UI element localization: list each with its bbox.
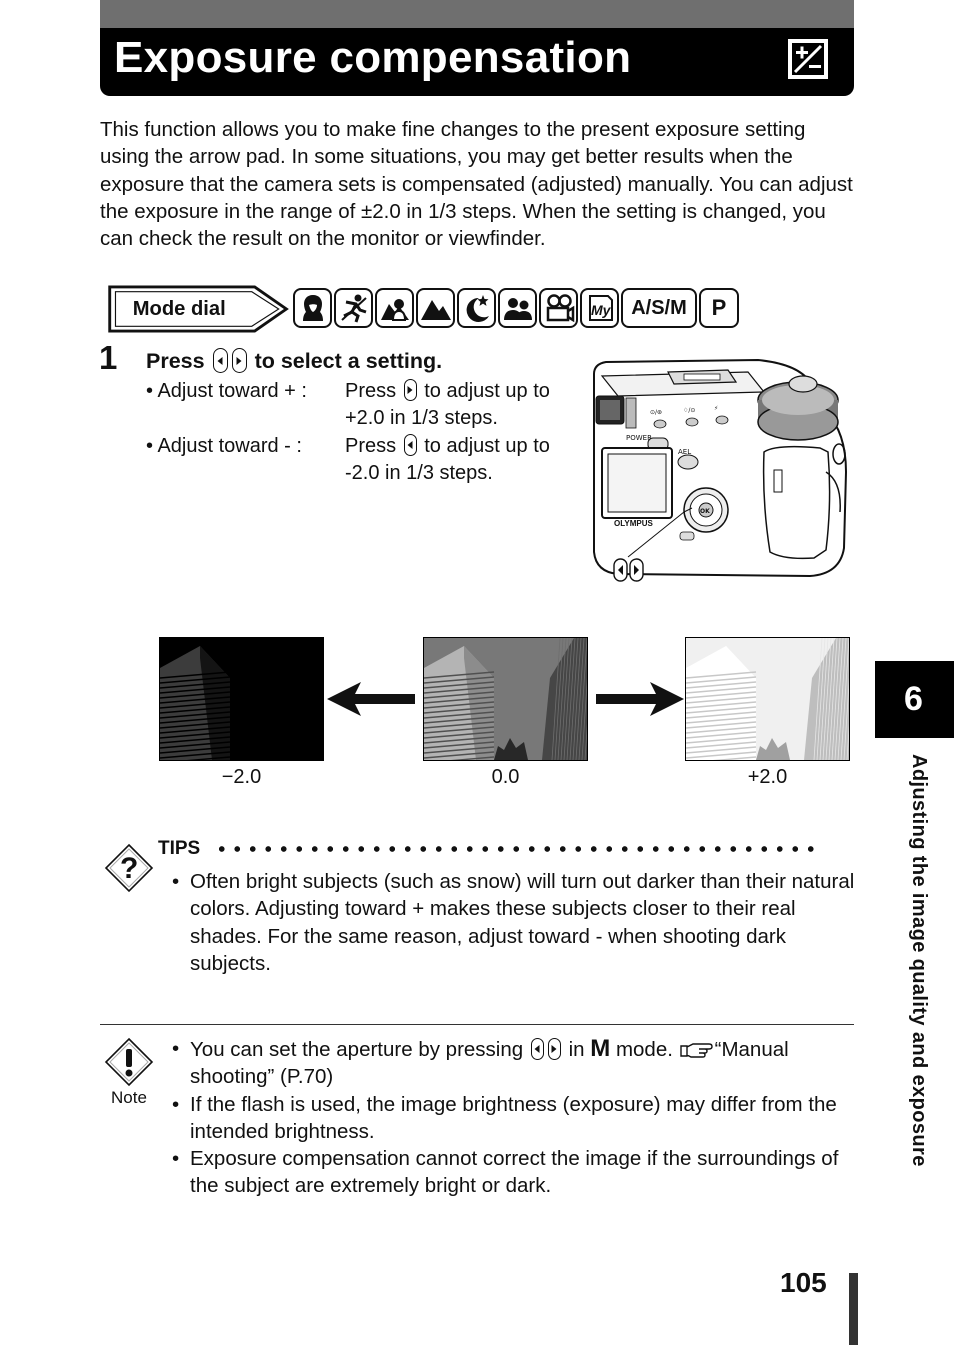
chapter-tab: 6 [875, 661, 954, 738]
note-item1-in: in [568, 1038, 585, 1061]
right-arrow-button-icon [403, 379, 417, 401]
adjust-plus-after: to adjust up to +2.0 in 1/3 steps. [345, 380, 550, 430]
movie-icon [539, 288, 578, 328]
svg-text:My: My [591, 302, 612, 318]
svg-text:⚡: ⚡ [714, 405, 718, 412]
manual-mode-glyph: M [590, 1035, 611, 1062]
svg-text:♢/⊙: ♢/⊙ [683, 407, 695, 414]
step-heading: Press to select a setting. [146, 346, 442, 376]
intro-paragraph: This function allows you to make fine ch… [100, 118, 853, 251]
camera-ael-label: AEL [678, 448, 691, 456]
step-number: 1 [99, 339, 118, 376]
title-bar: Exposure compensation [100, 28, 854, 96]
adjust-minus-label: • Adjust toward - : [146, 435, 302, 457]
adjust-plus-press: Press [345, 380, 397, 402]
note-item1-ref: “Manual shooting” (P.70) [190, 1038, 789, 1089]
asm-mode-icon: A/S/M [621, 288, 697, 328]
program-mode-icon: P [699, 288, 739, 328]
exposure-photo [423, 637, 588, 761]
adjust-minus-press: Press [345, 435, 397, 457]
note-exclamation-icon [104, 1037, 154, 1087]
camera-brand: OLYMPUS [614, 519, 653, 528]
self-portrait-icon [498, 288, 537, 328]
arrow-left-icon [327, 682, 415, 716]
mode-icon-row: My A/S/M P [293, 288, 739, 332]
mode-dial-label: Mode dial [108, 285, 289, 333]
tips-list: Often bright subjects (such as snow) wil… [172, 868, 856, 977]
svg-text:OK: OK [700, 508, 710, 515]
mode-dial-text: Mode dial [133, 298, 226, 320]
exposure-compensation-icon [788, 39, 828, 79]
svg-text:?: ? [120, 852, 138, 885]
camera-illustration: ⊙/⊛ ♢/⊙ ⚡ POWER AEL OK OLYMPUS [593, 358, 848, 582]
left-arrow-button-icon [212, 348, 228, 373]
tips-dotted-rule [214, 846, 820, 852]
note-item: Exposure compensation cannot correct the… [172, 1145, 856, 1200]
arrow-right-icon [596, 682, 684, 716]
exposure-photo [685, 637, 850, 761]
landscape-portrait-icon [375, 288, 414, 328]
adjust-minus-text: Press to adjust up to -2.0 in 1/3 steps. [345, 433, 585, 488]
note-item1-before: You can set the aperture by pressing [190, 1038, 524, 1061]
step-head-before: Press [146, 349, 205, 373]
step-head-after: to select a setting. [254, 349, 443, 373]
page-title: Exposure compensation [114, 33, 632, 82]
exposure-value-label: 0.0 [491, 766, 520, 788]
landscape-icon [416, 288, 455, 328]
note-list: You can set the aperture by pressing in … [172, 1035, 856, 1200]
my-mode-icon: My [580, 288, 619, 328]
tips-item: Often bright subjects (such as snow) wil… [172, 868, 856, 977]
exposure-value-label: −2.0 [221, 766, 262, 788]
portrait-icon [293, 288, 332, 328]
note-item1-after: mode. [615, 1038, 673, 1061]
right-arrow-button-icon [231, 348, 247, 373]
camera-power-label: POWER [626, 434, 652, 442]
adjust-minus-after: to adjust up to -2.0 in 1/3 steps. [345, 435, 550, 485]
exposure-photo [159, 637, 324, 761]
pointing-hand-icon [679, 1043, 713, 1058]
left-arrow-button-icon [403, 434, 417, 456]
svg-text:⊙/⊛: ⊙/⊛ [650, 409, 662, 416]
note-item: You can set the aperture by pressing in … [172, 1035, 856, 1091]
adjust-plus-text: Press to adjust up to +2.0 in 1/3 steps. [345, 378, 585, 433]
tips-question-icon: ? [104, 843, 154, 893]
page-number: 105 [780, 1267, 827, 1298]
exposure-value-label: +2.0 [747, 766, 788, 788]
left-arrow-button-icon [530, 1038, 544, 1060]
note-item: If the flash is used, the image brightne… [172, 1091, 856, 1146]
note-label: Note [111, 1088, 147, 1107]
right-arrow-button-icon [547, 1038, 561, 1060]
section-divider [100, 1024, 854, 1025]
sport-icon [334, 288, 373, 328]
night-scene-icon [457, 288, 496, 328]
title-top-band [100, 0, 854, 28]
adjust-plus-label: • Adjust toward + : [146, 380, 307, 402]
tips-title: TIPS [158, 838, 201, 859]
page-edge-bar [849, 1273, 858, 1345]
chapter-title-vertical: Adjusting the image quality and exposure [908, 754, 930, 1167]
